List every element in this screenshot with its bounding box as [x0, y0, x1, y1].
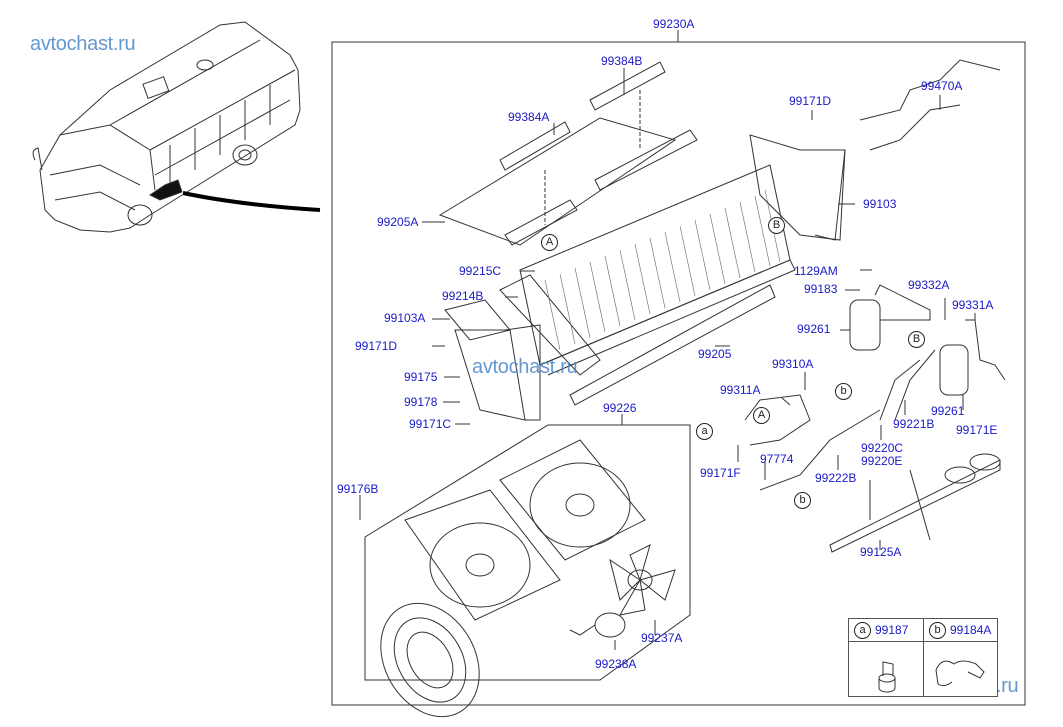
- clamp-a-icon: [878, 661, 896, 693]
- part-label-99214B[interactable]: 99214B: [442, 289, 484, 303]
- part-label-99205A[interactable]: 99205A: [377, 215, 419, 229]
- part-label-99183[interactable]: 99183: [804, 282, 838, 296]
- part-label-97774[interactable]: 97774: [760, 452, 794, 466]
- part-label-99237A[interactable]: 99237A: [641, 631, 683, 645]
- part-label-99221B[interactable]: 99221B: [893, 417, 935, 431]
- part-label-99261-right[interactable]: 99261: [931, 404, 965, 418]
- callout-b-lower: b: [794, 492, 811, 509]
- part-label-99103[interactable]: 99103: [863, 197, 897, 211]
- legend-image-a: [849, 642, 924, 696]
- part-label-99222B[interactable]: 99222B: [815, 471, 857, 485]
- watermark-center: avtochast.ru: [472, 356, 578, 378]
- clamp-legend-table: a 99187 b 99184A: [848, 618, 998, 697]
- part-label-99171F[interactable]: 99171F: [700, 466, 741, 480]
- callout-a: a: [696, 423, 713, 440]
- callout-B-lower: B: [908, 331, 925, 348]
- legend-cell-b[interactable]: b 99184A: [924, 619, 997, 642]
- part-label-99103A[interactable]: 99103A: [384, 311, 426, 325]
- legend-code-b: 99184A: [950, 623, 992, 637]
- part-label-99470A[interactable]: 99470A: [921, 79, 963, 93]
- part-label-99226[interactable]: 99226: [603, 401, 637, 415]
- part-label-99176B[interactable]: 99176B: [337, 482, 379, 496]
- part-label-99332A[interactable]: 99332A: [908, 278, 950, 292]
- watermark-top-left: avtochast.ru: [30, 33, 136, 55]
- part-label-99125A[interactable]: 99125A: [860, 545, 902, 559]
- part-label-99205[interactable]: 99205: [698, 347, 732, 361]
- part-label-99384B[interactable]: 99384B: [601, 54, 643, 68]
- part-label-99220E[interactable]: 99220E: [861, 454, 903, 468]
- part-label-99215C[interactable]: 99215C: [459, 264, 502, 278]
- bus-illustration: [32, 21, 321, 233]
- part-label-99178[interactable]: 99178: [404, 395, 438, 409]
- part-label-99310A[interactable]: 99310A: [772, 357, 814, 371]
- callout-b-upper: b: [835, 383, 852, 400]
- legend-marker-b: b: [929, 622, 946, 639]
- part-label-99171C[interactable]: 99171C: [409, 417, 452, 431]
- callout-A-top: A: [541, 234, 558, 251]
- part-label-99238A[interactable]: 99238A: [595, 657, 637, 671]
- part-label-99171D-top[interactable]: 99171D: [789, 94, 832, 108]
- part-label-99261-left[interactable]: 99261: [797, 322, 831, 336]
- legend-marker-a: a: [854, 622, 871, 639]
- part-label-99171D-left[interactable]: 99171D: [355, 339, 398, 353]
- legend-code-a: 99187: [875, 623, 909, 637]
- callout-B-top: B: [768, 217, 785, 234]
- part-label-99311A[interactable]: 99311A: [720, 383, 761, 397]
- legend-cell-a[interactable]: a 99187: [849, 619, 924, 642]
- part-label-1129AM[interactable]: 1129AM: [794, 264, 838, 278]
- part-label-99175[interactable]: 99175: [404, 370, 438, 384]
- part-label-99230A[interactable]: 99230A: [653, 17, 695, 31]
- part-label-99384A[interactable]: 99384A: [508, 110, 550, 124]
- callout-A-lower: A: [753, 407, 770, 424]
- part-label-99171E[interactable]: 99171E: [956, 423, 998, 437]
- part-label-99331A[interactable]: 99331A: [952, 298, 994, 312]
- clamp-b-icon: [935, 660, 985, 687]
- part-label-99220C[interactable]: 99220C: [861, 441, 904, 455]
